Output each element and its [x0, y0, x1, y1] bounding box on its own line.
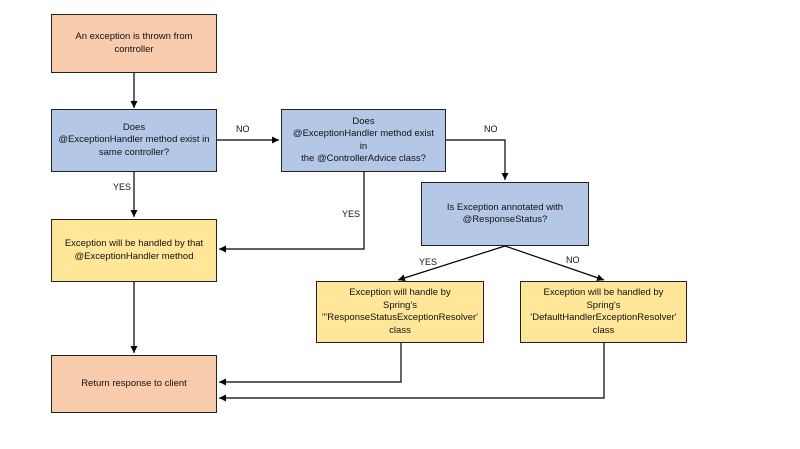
arrow-annotation-no — [504, 245, 605, 282]
label-annotation-yes: YES — [419, 257, 438, 267]
arrow-response-status-to-return — [219, 343, 402, 386]
return-response-node: Return response to client — [51, 355, 217, 413]
controller-handler-check-node: Does @ExceptionHandler method exist in s… — [51, 109, 217, 172]
arrow-annotation-yes — [397, 245, 506, 282]
arrow-advice-no-to-annotation — [446, 139, 509, 180]
advice-handler-check-node: Does @ExceptionHandler method exist in t… — [281, 109, 446, 172]
default-handler-resolver-node: Exception will be handled by Spring's 'D… — [520, 281, 687, 343]
label-controller-yes: YES — [113, 182, 132, 192]
arrow-default-to-return — [219, 343, 605, 402]
start-node: An exception is thrown from controller — [51, 14, 217, 73]
label-advice-yes: YES — [342, 209, 361, 219]
label-advice-no: NO — [484, 124, 498, 134]
arrow-advice-yes-to-handled — [219, 172, 365, 253]
response-status-check-node: Is Exception annotated with @ResponseSta… — [421, 182, 589, 246]
label-annotation-no: NO — [566, 255, 580, 265]
label-controller-no: NO — [236, 124, 250, 134]
handled-by-method-node: Exception will be handled by that @Excep… — [51, 219, 217, 282]
response-status-resolver-node: Exception will handle by Spring's "'Resp… — [316, 281, 484, 343]
